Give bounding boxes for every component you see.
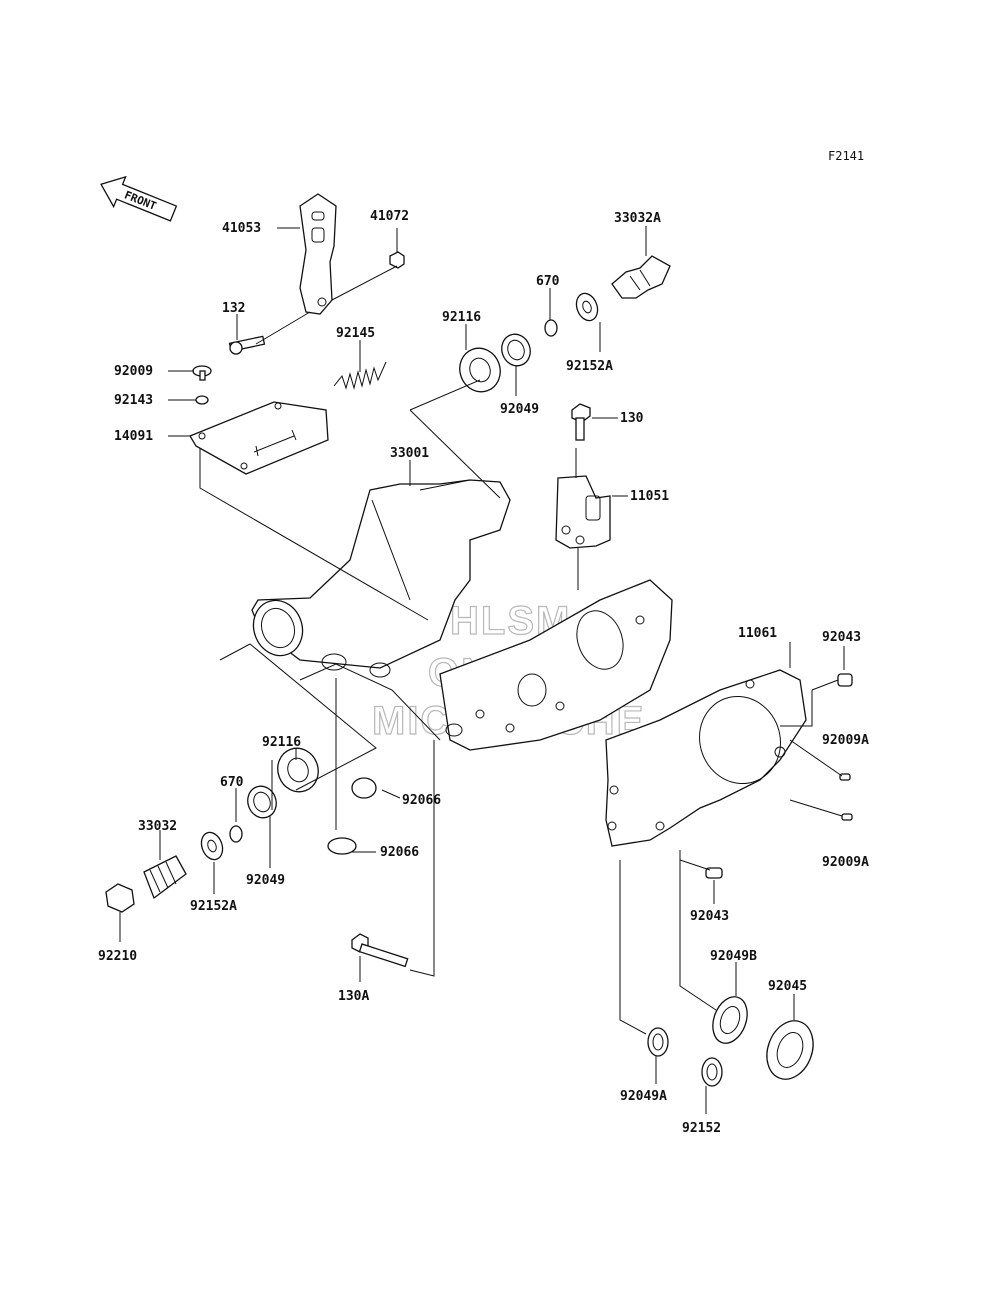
label-41072: 41072 [370, 209, 409, 224]
washer-92152A-top [575, 292, 599, 322]
label-14091: 14091 [114, 429, 153, 444]
bushing-92152 [701, 1057, 723, 1087]
bearing-92116-top [459, 347, 501, 393]
bracket-11051 [555, 475, 611, 549]
o-ring-670-bot [229, 825, 243, 843]
label-92116-bot: 92116 [262, 735, 301, 750]
label-33001: 33001 [390, 446, 429, 461]
leader-lines [119, 226, 845, 1114]
label-92145: 92145 [336, 326, 375, 341]
shaft-33032 [143, 855, 187, 900]
label-132: 132 [222, 301, 245, 316]
figure-id: F2141 [828, 149, 864, 163]
label-92066-2: 92066 [380, 845, 419, 860]
bolt-130 [571, 403, 591, 441]
label-92049-bot: 92049 [246, 873, 285, 888]
pin-92043-bot [705, 867, 723, 879]
label-92049B: 92049B [710, 949, 757, 964]
washer-92152A-bot [200, 831, 224, 861]
o-ring-670-top [544, 319, 558, 337]
plug-92066-2 [327, 837, 357, 855]
bolt-92009A-1 [839, 773, 851, 781]
label-92043-top: 92043 [822, 630, 861, 645]
nut-92210 [105, 883, 135, 913]
label-11061: 11061 [738, 626, 777, 641]
bolt-92009A-2 [841, 813, 853, 821]
label-92009A-1: 92009A [822, 733, 869, 748]
label-130: 130 [620, 411, 644, 426]
pin-92043-top [837, 673, 853, 687]
lever-41053 [299, 193, 337, 315]
label-92049A: 92049A [620, 1089, 667, 1104]
label-92116-top: 92116 [442, 310, 481, 325]
label-92045: 92045 [768, 979, 807, 994]
bolt-132 [228, 335, 266, 355]
plug-92066-1 [351, 777, 377, 799]
shaft-33032A [611, 255, 671, 299]
seal-92049-top [501, 333, 531, 367]
housing-33001 [251, 479, 673, 751]
seal-92049B [712, 996, 748, 1044]
label-11051: 11051 [630, 489, 669, 504]
label-92210: 92210 [98, 949, 137, 964]
label-92049-top: 92049 [500, 402, 539, 417]
label-33032: 33032 [138, 819, 177, 834]
label-92066-1: 92066 [402, 793, 441, 808]
label-41053: 41053 [222, 221, 261, 236]
spring-92145 [333, 361, 387, 390]
gasket-11061 [605, 669, 807, 847]
screw-92009 [192, 365, 212, 381]
seal-92049-bot [247, 785, 277, 819]
label-92152A-top: 92152A [566, 359, 613, 374]
nut-41072 [389, 251, 405, 269]
label-92152A-bot: 92152A [190, 899, 237, 914]
label-670-bot: 670 [220, 775, 244, 790]
label-130A: 130A [338, 989, 369, 1004]
label-670-top: 670 [536, 274, 560, 289]
label-92009: 92009 [114, 364, 153, 379]
bearing-92045 [766, 1020, 814, 1080]
seal-92049A [647, 1027, 669, 1057]
washer-92143 [195, 395, 209, 405]
front-arrow-icon: FRONT [100, 175, 178, 222]
part-labels: 41053 41072 132 92009 92143 14091 92145 … [98, 209, 869, 1136]
bearing-92116-bot [277, 747, 319, 793]
label-33032A: 33032A [614, 211, 661, 226]
bolt-130A [351, 933, 409, 968]
label-92043-bot: 92043 [690, 909, 729, 924]
label-92152: 92152 [682, 1121, 721, 1136]
label-92143: 92143 [114, 393, 153, 408]
plate-14091 [189, 401, 329, 475]
label-92009A-2: 92009A [822, 855, 869, 870]
